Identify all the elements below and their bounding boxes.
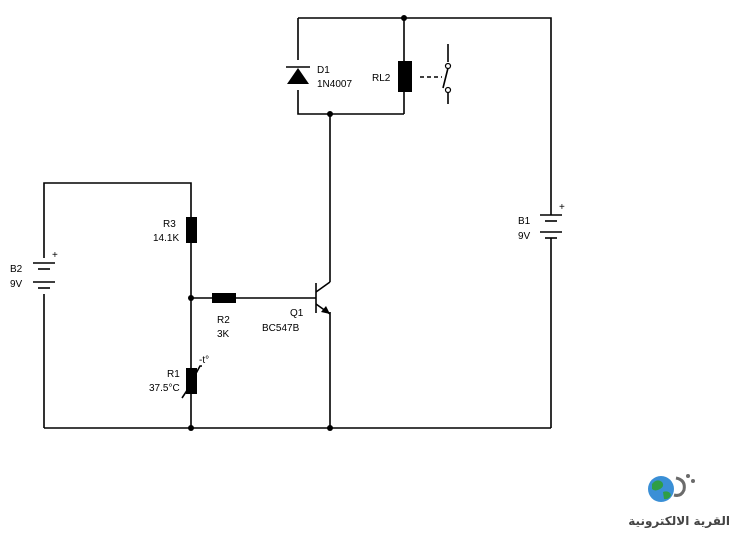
wire-top-right xyxy=(298,17,552,428)
battery-b2: + B2 9V xyxy=(10,250,59,294)
globe-icon xyxy=(648,474,695,502)
b2-ref: B2 xyxy=(10,264,23,275)
b2-value: 9V xyxy=(10,279,23,290)
r1-ref: R1 xyxy=(167,369,180,380)
wires xyxy=(43,17,552,429)
relay-rl2: RL2 xyxy=(372,44,452,104)
b1-polarity: + xyxy=(559,202,565,213)
b1-value: 9V xyxy=(518,231,531,242)
r3-value: 14.1K xyxy=(153,233,179,244)
q1-value: BC547B xyxy=(262,323,300,334)
r3-ref: R3 xyxy=(163,219,176,230)
resistor-r2: R2 3K xyxy=(212,293,236,340)
b2-polarity: + xyxy=(52,250,58,261)
wire-diode-loop xyxy=(297,18,404,115)
r2-ref: R2 xyxy=(217,315,230,326)
diode-d1: D1 1N4007 xyxy=(284,60,352,90)
q1-emitter-arrow xyxy=(321,306,330,314)
q1-ref: Q1 xyxy=(290,308,304,319)
diode-triangle xyxy=(287,68,309,84)
junction-dot xyxy=(401,15,407,21)
junction-dot xyxy=(188,295,194,301)
thermistor-r1: -t° R1 37.5°C xyxy=(149,355,209,399)
junction-dot xyxy=(327,425,333,431)
d1-value: 1N4007 xyxy=(317,79,352,90)
q1-collector xyxy=(315,281,331,293)
r3-body xyxy=(186,217,197,243)
junctions xyxy=(188,15,407,431)
transistor-q1: Q1 BC547B xyxy=(262,281,331,334)
r1-symbol: -t° xyxy=(199,355,209,366)
r1-value: 37.5°C xyxy=(149,383,180,394)
relay-coil xyxy=(398,61,412,92)
d1-ref: D1 xyxy=(317,65,330,76)
r2-value: 3K xyxy=(217,329,230,340)
junction-dot xyxy=(327,111,333,117)
r2-body xyxy=(212,293,236,303)
rl2-ref: RL2 xyxy=(372,73,391,84)
b1-ref: B1 xyxy=(518,216,531,227)
battery-b1: + B1 9V xyxy=(518,202,566,243)
wire-left-loop xyxy=(43,182,192,428)
junction-dot xyxy=(188,425,194,431)
thermistor-slash xyxy=(181,365,202,399)
relay-switch-arm xyxy=(442,67,449,89)
resistor-r3: R3 14.1K xyxy=(153,217,197,244)
logo-text: القرية الالكترونية xyxy=(628,514,730,528)
